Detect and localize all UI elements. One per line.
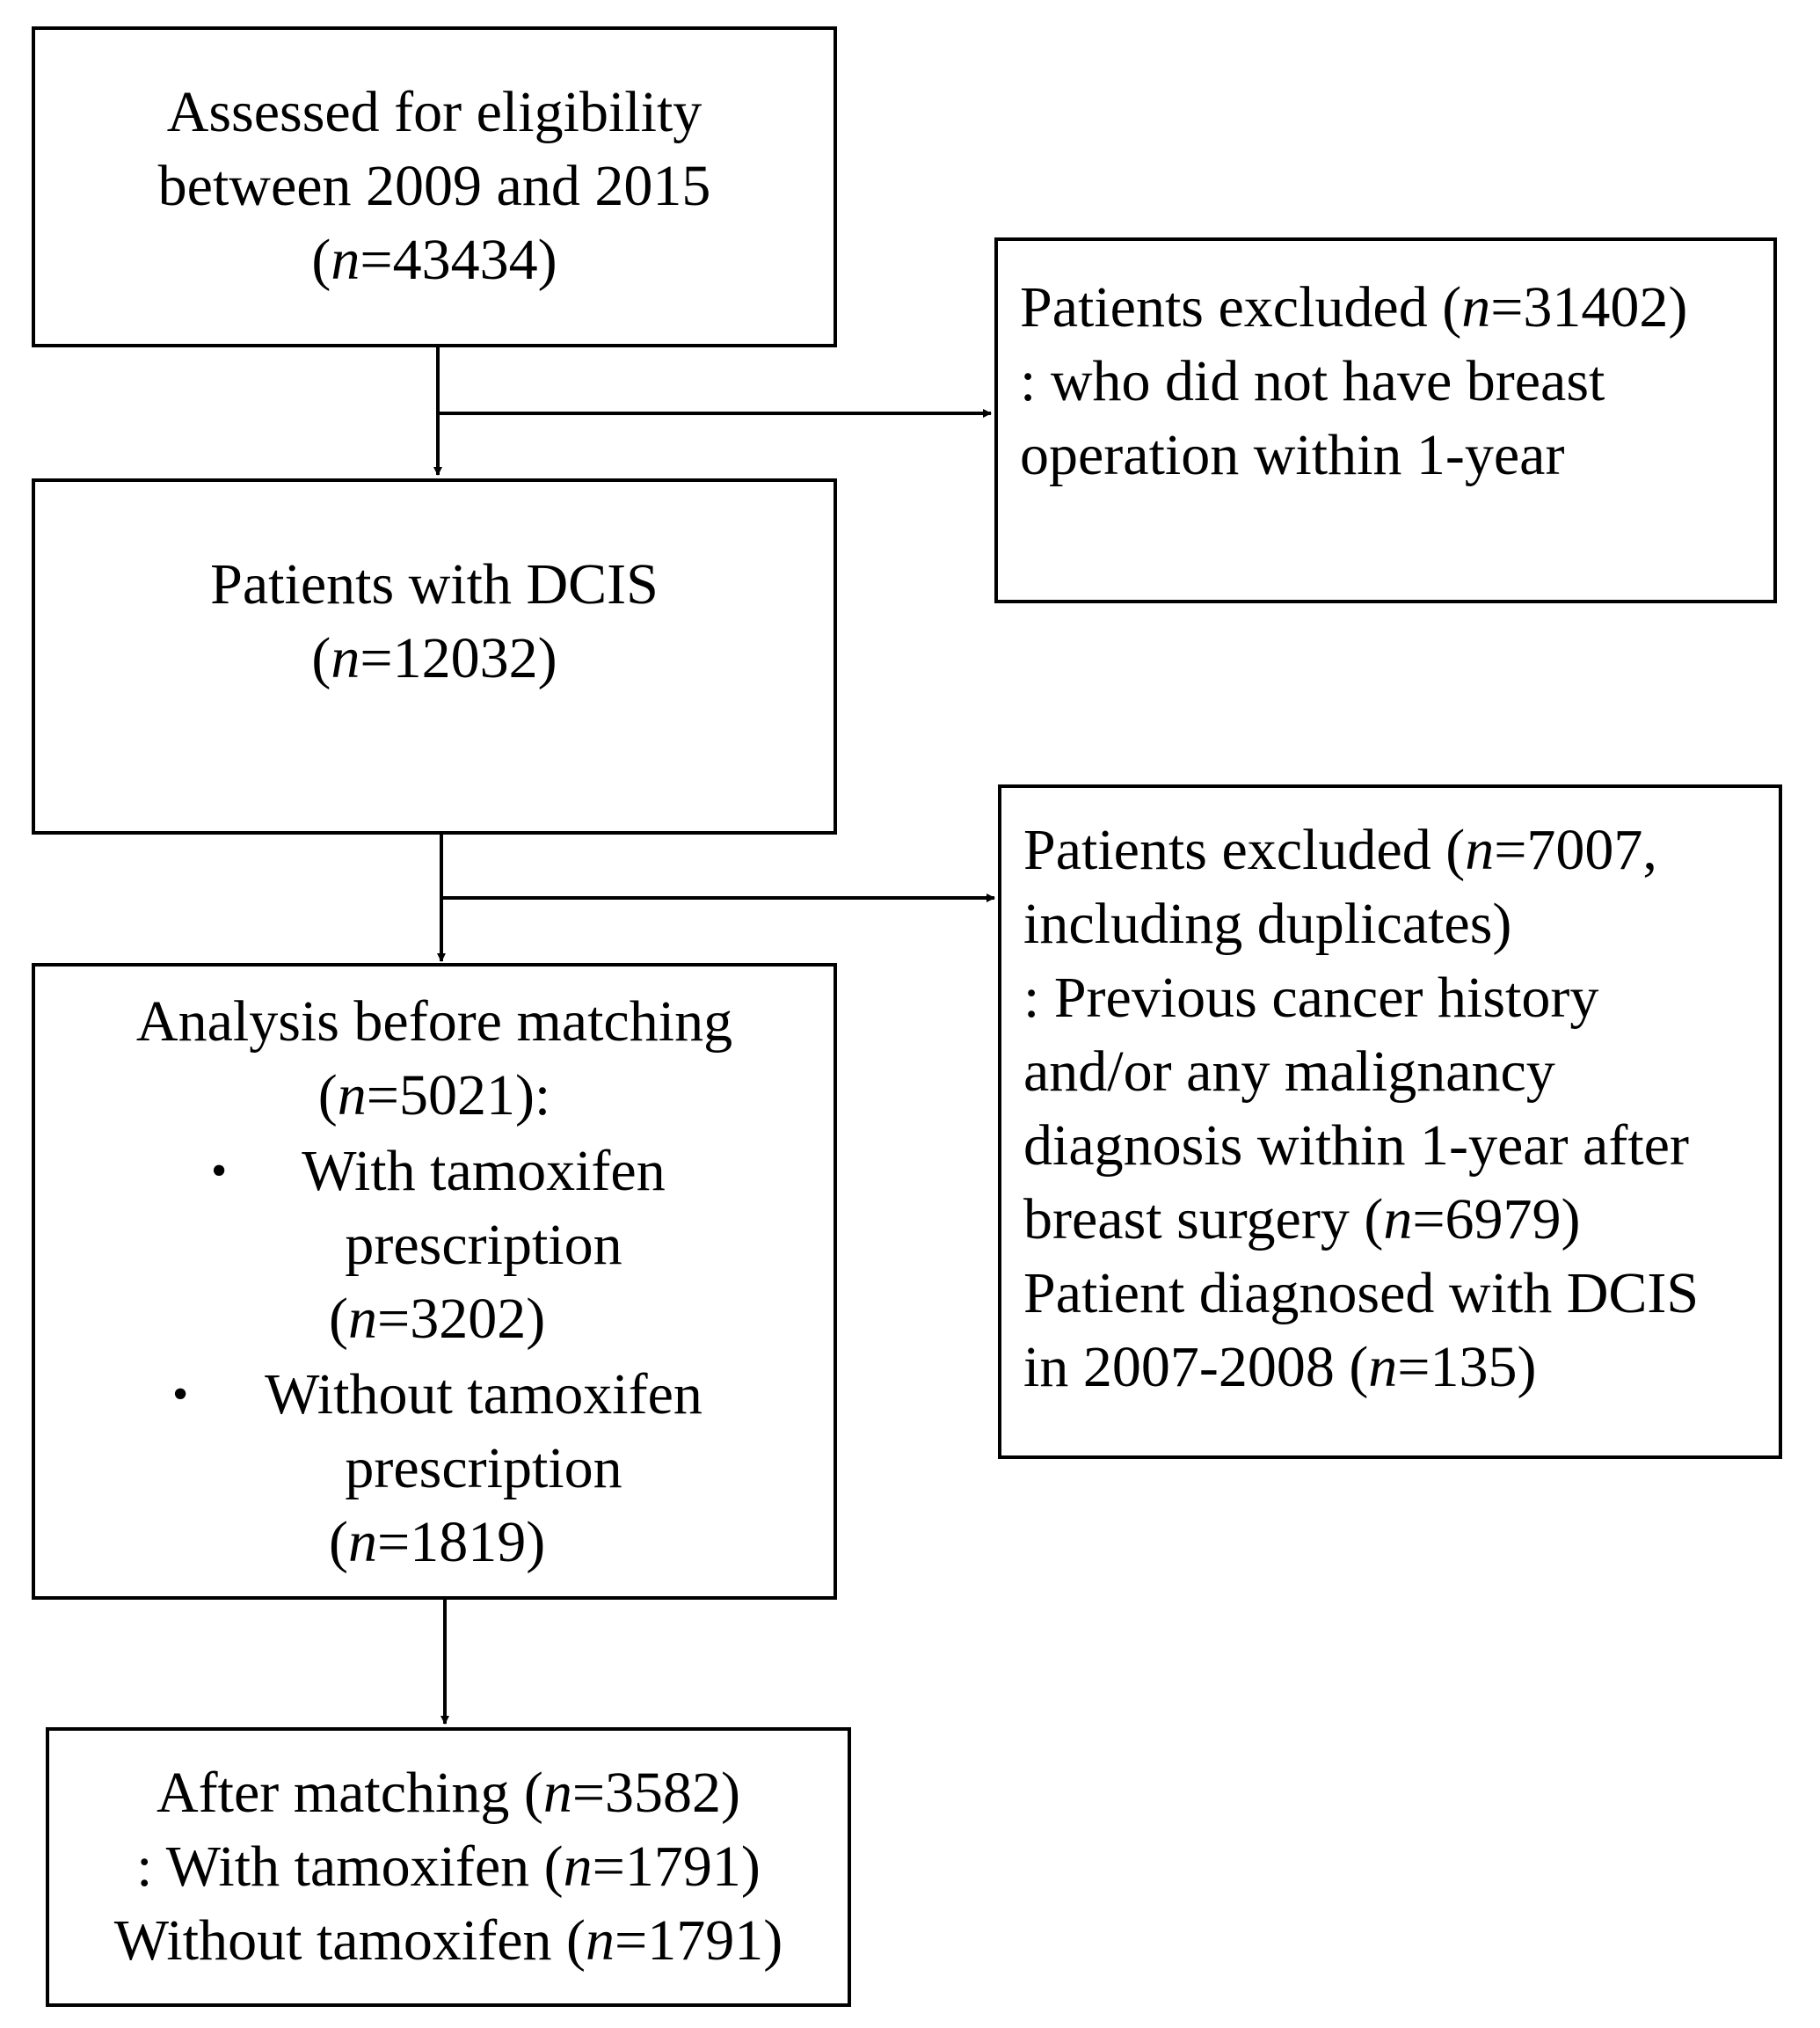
patients-dcis-box: [32, 478, 837, 835]
assessed-count: (n=43434): [311, 228, 557, 292]
patients-dcis-text: Patients with DCIS (n=12032): [32, 548, 837, 696]
assessed-line-2: between 2009 and 2015: [157, 154, 711, 218]
with-tamoxifen-line-1: With tamoxifen: [302, 1139, 666, 1203]
assessed-line-1: Assessed for eligibility: [166, 80, 703, 144]
with-tamoxifen-count: (n=3202): [329, 1287, 546, 1351]
excluded-2-header: Patients excluded (n=7007,: [1023, 818, 1657, 882]
analysis-before-matching-box: [32, 963, 837, 1600]
after-matching-line-3: Without tamoxifen (n=1791): [113, 1908, 783, 1973]
excluded-2-line-4: and/or any malignancy: [1023, 1040, 1555, 1104]
bullet-with-tamoxifen-text: With tamoxifen prescription (n=3202): [290, 1134, 677, 1356]
after-matching-text: After matching (n=3582) : With tamoxifen…: [46, 1756, 851, 1978]
without-tamoxifen-line-2: prescription: [345, 1436, 622, 1500]
excluded-2-line-7: Patient diagnosed with DCIS: [1023, 1261, 1700, 1325]
dcis-line-1: Patients with DCIS: [210, 552, 659, 616]
excluded-2-line-8: in 2007-2008 (n=135): [1023, 1335, 1537, 1399]
excluded-history-text: Patients excluded (n=7007, including dup…: [1023, 813, 1780, 1404]
excluded-2-line-5: diagnosis within 1-year after: [1023, 1113, 1689, 1178]
analysis-count: (n=5021):: [317, 1063, 551, 1127]
bullet-with-tamoxifen-marker: •: [211, 1146, 228, 1196]
excluded-1-header: Patients excluded (n=31402): [1020, 275, 1688, 339]
bullet-without-tamoxifen-text: Without tamoxifen prescription (n=1819): [237, 1358, 730, 1579]
assessed-eligibility-box: [32, 26, 837, 347]
after-matching-line-2: : With tamoxifen (n=1791): [136, 1835, 761, 1899]
dcis-count: (n=12032): [311, 626, 557, 690]
excluded-1-line-2: : who did not have breast: [1020, 349, 1605, 413]
excluded-2-line-3: : Previous cancer history: [1023, 966, 1599, 1030]
assessed-eligibility-text: Assessed for eligibility between 2009 an…: [32, 76, 837, 297]
analysis-header-text: Analysis before matching (n=5021):: [32, 985, 837, 1133]
after-matching-box: [46, 1727, 851, 2007]
without-tamoxifen-count: (n=1819): [329, 1510, 546, 1574]
with-tamoxifen-line-2: prescription: [345, 1213, 622, 1277]
without-tamoxifen-line-1: Without tamoxifen: [265, 1362, 703, 1426]
excluded-1-line-3: operation within 1-year: [1020, 423, 1565, 487]
excluded-no-operation-box: [994, 237, 1777, 603]
excluded-2-line-2: including duplicates): [1023, 892, 1512, 956]
excluded-no-operation-text: Patients excluded (n=31402) : who did no…: [1020, 271, 1767, 492]
after-matching-line-1: After matching (n=3582): [156, 1761, 741, 1825]
analysis-line-1: Analysis before matching: [135, 989, 733, 1054]
excluded-2-line-6: breast surgery (n=6979): [1023, 1187, 1581, 1251]
excluded-history-box: [998, 784, 1782, 1459]
bullet-without-tamoxifen-marker: •: [172, 1369, 189, 1419]
